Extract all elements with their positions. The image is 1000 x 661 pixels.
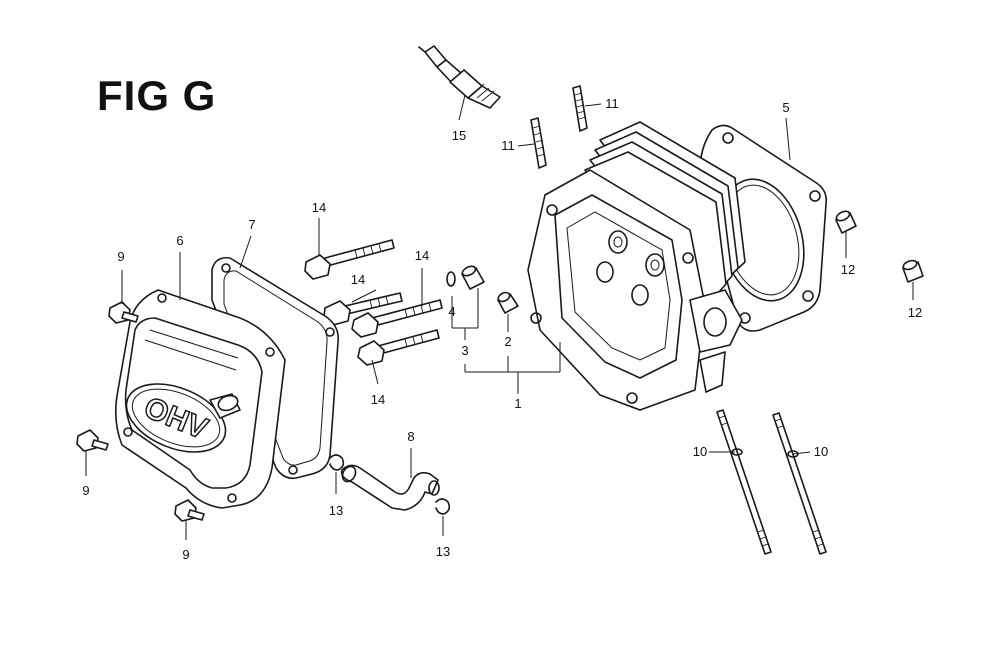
bolt-14-bottom [357, 329, 440, 366]
bolt-14-top [304, 239, 395, 280]
cylinder-head [527, 121, 746, 411]
dowel-pin-2 [497, 291, 519, 314]
flange-bolt-9-bottom [174, 499, 205, 522]
part-label-12-left: 12 [840, 262, 856, 277]
part-label-6: 6 [176, 233, 184, 248]
part-label-14-middle-upper: 14 [350, 272, 366, 287]
part-label-9-left: 9 [82, 483, 90, 498]
stud-bolt-11-upper [572, 85, 588, 132]
part-label-15: 15 [451, 128, 467, 143]
long-stud-10-right [772, 412, 827, 555]
part-label-10-right: 10 [813, 444, 829, 459]
plug-12-a [835, 210, 857, 234]
stud-bolt-11-lower [530, 117, 547, 169]
bolt-14-middle-lower [351, 299, 443, 338]
breather-tube [340, 464, 440, 511]
part-label-9-bottom: 9 [182, 547, 190, 562]
flange-bolt-9-top [108, 301, 139, 324]
part-label-12-right: 12 [907, 305, 923, 320]
spark-plug [418, 45, 501, 109]
part-label-10-left: 10 [692, 444, 708, 459]
plug-12-b [902, 259, 924, 283]
hose-clamp-13-left [329, 454, 345, 471]
part-label-11-lower: 11 [501, 138, 515, 153]
part-label-9-top: 9 [117, 249, 125, 264]
dowel-pin-3 [461, 265, 485, 290]
o-ring-4 [446, 271, 456, 287]
part-label-3: 3 [461, 343, 469, 358]
part-label-8: 8 [407, 429, 415, 444]
figure-title: FIG G [97, 72, 217, 119]
part-label-4: 4 [448, 304, 456, 319]
long-stud-10-left [716, 409, 772, 555]
part-label-2: 2 [504, 334, 512, 349]
flange-bolt-9-left [76, 429, 109, 452]
part-label-7: 7 [248, 217, 256, 232]
part-label-11-upper: 11 [605, 96, 619, 111]
leader-lines [85, 94, 914, 540]
part-label-14-bottom: 14 [370, 392, 386, 407]
part-label-13-right: 13 [435, 544, 451, 559]
bolt-14-middle-upper [323, 292, 403, 326]
part-label-13-left: 13 [328, 503, 344, 518]
part-label-14-middle-lower: 14 [414, 248, 430, 263]
part-label-5: 5 [782, 100, 790, 115]
hose-clamp-13-right [435, 498, 451, 515]
head-cover [114, 289, 286, 509]
part-label-14-top: 14 [311, 200, 327, 215]
part-label-1: 1 [514, 396, 522, 411]
emblem-text: OHV [139, 391, 212, 446]
